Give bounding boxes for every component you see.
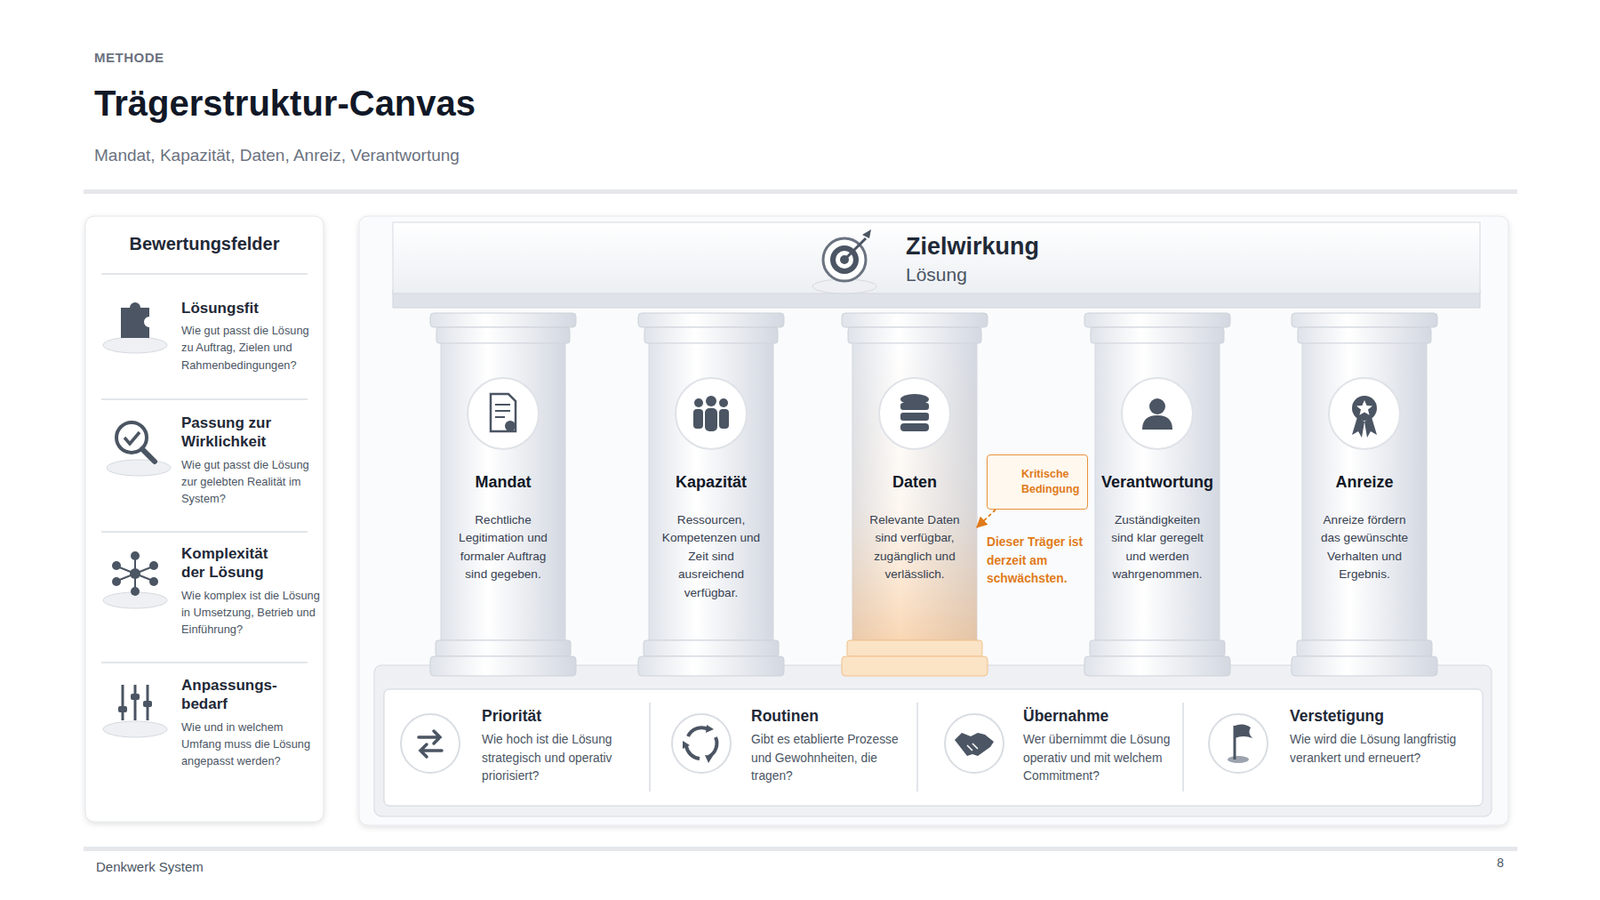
pillar-box: VerantwortungZuständigkeiten sind klar g… xyxy=(1095,343,1220,640)
pillar-box: KapazitätRessourcen, Kompetenzen und Zei… xyxy=(648,343,774,640)
pillar-icons xyxy=(467,377,1400,449)
node-body: Anreize fördern das gewünschte Verhalten… xyxy=(1302,511,1427,584)
foundation-field: ÜbernahmeWer übernimmt die Lösung operat… xyxy=(1023,706,1178,786)
pillar-shape xyxy=(841,312,988,676)
node-heading: Verstetigung xyxy=(1289,706,1472,726)
pillar-shape xyxy=(1084,312,1231,676)
left-panel xyxy=(85,216,324,822)
header-rule xyxy=(83,189,1518,194)
target-icon xyxy=(812,229,877,294)
foundation-field: RoutinenGibt es etablierte Prozesse und … xyxy=(751,706,912,786)
footer-rule xyxy=(83,846,1518,851)
foundation-field: PrioritätWie hoch ist die Lösung strateg… xyxy=(481,706,644,786)
node-body: Wie und in welchem Umfang muss die Lösun… xyxy=(181,718,324,770)
pillar-shape xyxy=(430,312,576,676)
node-body: Wie wird die Lösung langfristig veranker… xyxy=(1289,730,1472,768)
pillar-box: AnreizeAnreize fördern das gewünschte Ve… xyxy=(1302,343,1427,640)
right-panel xyxy=(359,216,1509,825)
assessment-field: LösungsfitWie gut passt die Lösung zu Au… xyxy=(181,298,324,374)
assessment-panel: BewertungsfelderLösungsfitWie gut passt … xyxy=(85,216,324,822)
node-body: Wer übernimmt die Lösung operativ und mi… xyxy=(1023,730,1178,786)
platform-inner xyxy=(384,688,1483,806)
section-label: METHODE xyxy=(94,49,165,65)
node-body: Wie komplex ist die Lösung in Umsetzung,… xyxy=(181,586,324,639)
node-body: Ressourcen, Kompetenzen und Zeit sind au… xyxy=(648,511,774,602)
page-number: 8 xyxy=(1496,855,1504,870)
assessment-field: Komplexität der LösungWie komplex ist di… xyxy=(181,544,324,638)
node-body: Wie gut passt die Lösung zu Auftrag, Zie… xyxy=(181,321,324,374)
node-heading: Daten xyxy=(852,472,977,492)
warning-callout: Kritische Bedingung xyxy=(986,454,1088,510)
node-heading: Mandat xyxy=(440,472,566,492)
node-body: Lösung xyxy=(905,264,1480,286)
node-heading: Anreize xyxy=(1302,472,1427,492)
callout-note: Dieser Träger ist derzeit am schwächsten… xyxy=(986,533,1090,589)
assessment-field: Anpassungs- bedarfWie und in welchem Umf… xyxy=(181,675,324,769)
pillar-box: DatenRelevante Daten sind verfügbar, zug… xyxy=(852,343,977,640)
subtitle: Mandat, Kapazität, Daten, Anreiz, Verant… xyxy=(94,145,460,166)
page-title: Trägerstruktur-Canvas xyxy=(94,83,476,124)
node-heading: Routinen xyxy=(751,706,912,726)
target-beam: ZielwirkungLösung xyxy=(392,222,1480,294)
node-body: Gibt es etablierte Prozesse und Gewohnhe… xyxy=(751,730,912,786)
node-heading: Kapazität xyxy=(648,472,774,492)
node-heading: Zielwirkung xyxy=(905,232,1480,261)
node-body: Wie gut passt die Lösung zur gelebten Re… xyxy=(181,456,324,508)
dashed-arrow xyxy=(976,509,996,528)
footer-text: Denkwerk System xyxy=(96,858,204,874)
node-body: Rechtliche Legitimation und formaler Auf… xyxy=(440,511,566,584)
beam xyxy=(392,222,1480,294)
node-heading: Lösungsfit xyxy=(181,298,296,318)
node-heading: Übernahme xyxy=(1023,706,1178,726)
pillar-shape xyxy=(1291,312,1438,676)
pillar-box: MandatRechtliche Legitimation und formal… xyxy=(440,343,566,640)
platform xyxy=(374,664,1492,816)
left-icons xyxy=(103,302,171,737)
node-body: Relevante Daten sind verfügbar, zugängli… xyxy=(852,511,977,584)
node-body: Zuständigkeiten sind klar geregelt und w… xyxy=(1095,511,1220,584)
pillar-shape xyxy=(638,312,784,676)
node-heading: Komplexität der Lösung xyxy=(181,544,296,583)
node-heading: Kritische Bedingung xyxy=(1021,466,1084,497)
node-body: Wie hoch ist die Lösung strategisch und … xyxy=(481,730,644,786)
node-heading: Anpassungs- bedarf xyxy=(181,675,296,714)
node-heading: Priorität xyxy=(481,706,644,726)
node-heading: Bewertungsfelder xyxy=(85,216,324,255)
foundation-field: VerstetigungWie wird die Lösung langfris… xyxy=(1289,706,1472,768)
node-heading: Passung zur Wirklichkeit xyxy=(181,413,296,452)
node-heading: Verantwortung xyxy=(1095,472,1220,492)
assessment-field: Passung zur WirklichkeitWie gut passt di… xyxy=(181,413,324,507)
